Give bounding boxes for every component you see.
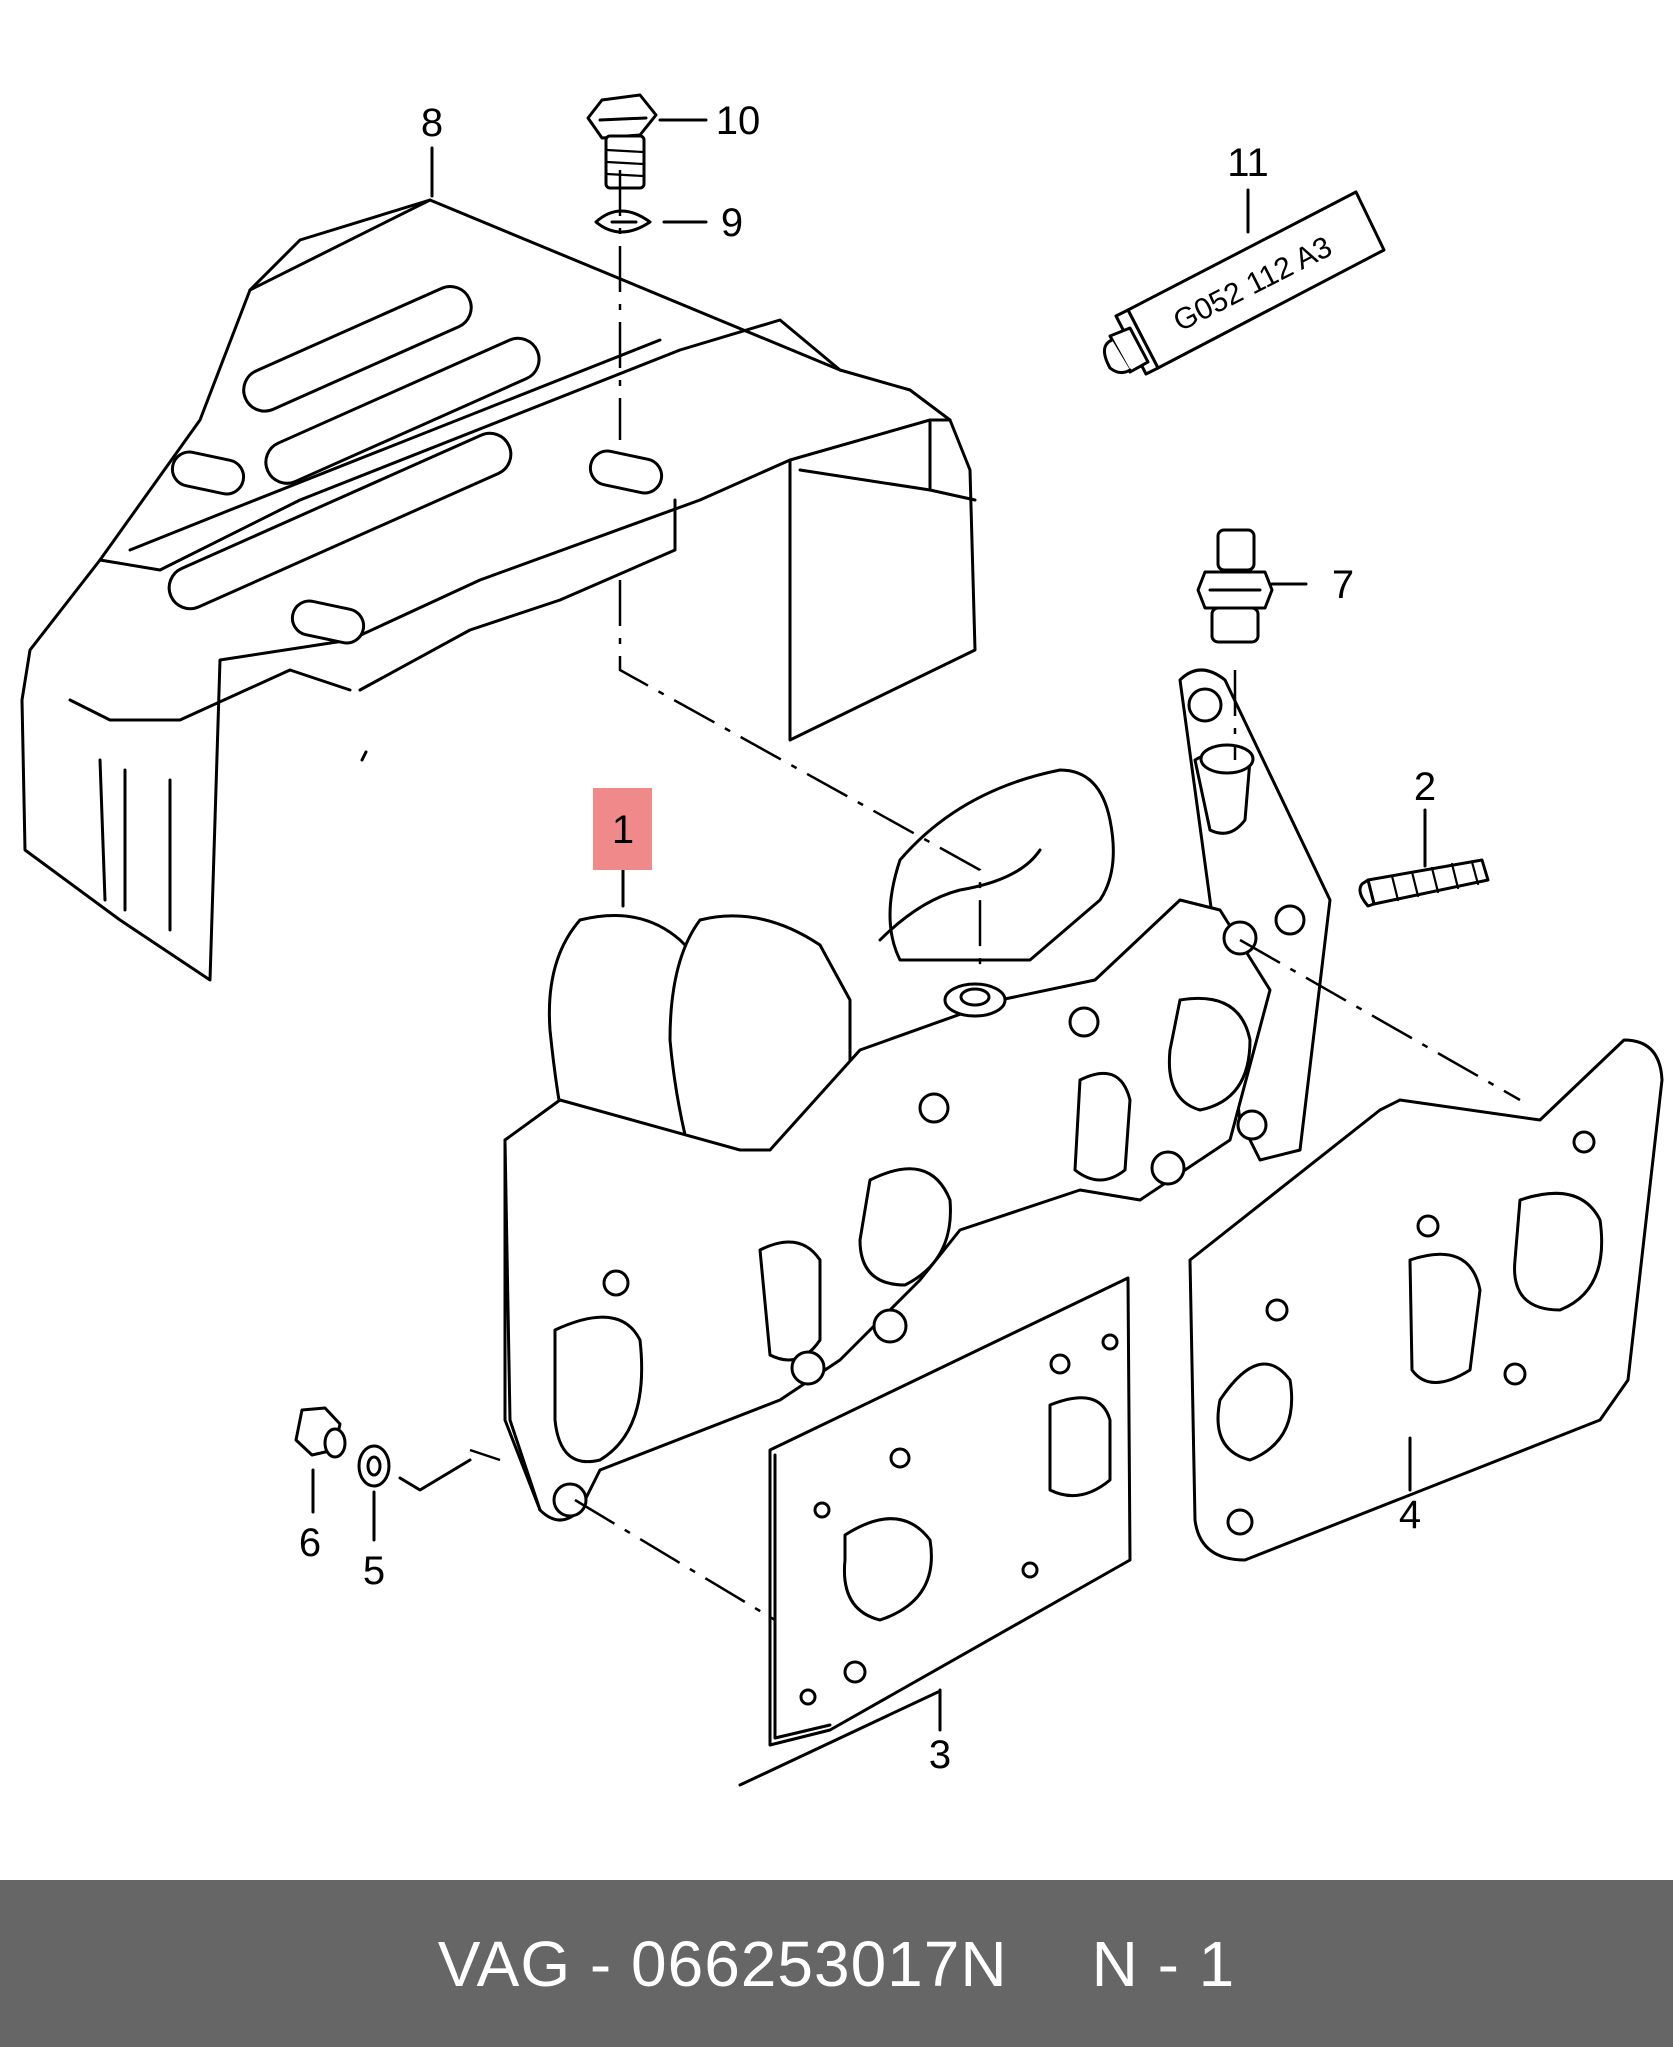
callout-4: 4 (1399, 1493, 1421, 1537)
part-number-label: VAG - 066253017N (437, 1927, 1008, 2000)
position-label: N - 1 (1091, 1927, 1236, 2000)
callout-1: 1 (612, 808, 634, 852)
callout-5: 5 (363, 1549, 385, 1593)
callout-10: 10 (716, 99, 761, 143)
exhaust-manifold-part-1 (503, 668, 1332, 1522)
callout-8: 8 (421, 101, 443, 145)
gasket-part-4 (1188, 1038, 1664, 1562)
callout-9: 9 (721, 201, 743, 245)
exploded-parts-diagram: G052 112 A3 (20, 93, 1664, 1787)
sealant-tube-part-11: G052 112 A3 (1103, 190, 1386, 376)
assembly-lines (398, 170, 1521, 1622)
callout-3: 3 (929, 1733, 951, 1777)
stud-part-2 (1358, 858, 1490, 908)
washer-part-9 (594, 209, 652, 234)
callout-6: 6 (299, 1521, 321, 1565)
callout-1-highlight (593, 788, 652, 870)
callout-2: 2 (1414, 765, 1436, 809)
gasket-part-3 (738, 1276, 1132, 1787)
fitting-part-7 (1196, 528, 1274, 644)
callout-11: 11 (1227, 141, 1269, 185)
part-number-footer: VAG - 066253017N N - 1 (0, 1880, 1673, 2047)
leader-lines (311, 118, 1427, 1732)
nut-part-6 (294, 1406, 347, 1459)
heat-shield-part-8 (20, 198, 977, 982)
washer-part-5 (357, 1444, 391, 1488)
callout-labels: 1 2 3 4 5 6 7 8 9 10 11 (299, 99, 1436, 1777)
bolt-part-10 (586, 93, 658, 190)
callout-7: 7 (1332, 563, 1354, 607)
